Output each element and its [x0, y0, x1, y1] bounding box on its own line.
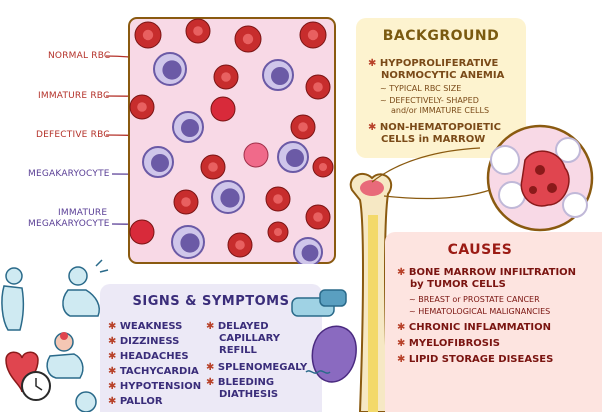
pale-person-icon	[75, 391, 97, 412]
causes-item-1: ✱ BONE MARROW INFILTRATION by TUMOR CELL…	[397, 267, 577, 290]
bullet-star-icon: ✱	[397, 338, 406, 349]
dizzy-person-icon	[62, 259, 109, 317]
background-panel: BACKGROUND ✱ HYPOPROLIFERATIVE NORMOCYTI…	[356, 18, 526, 158]
weak-person-icon	[1, 267, 25, 331]
rbc-pallor	[273, 194, 283, 204]
background-item-1: ✱ HYPOPROLIFERATIVE NORMOCYTIC ANEMIA	[368, 58, 505, 81]
background-subitem-2: ~ DEFECTIVELY- SHAPED and/or IMMATURE CE…	[380, 96, 490, 115]
label-immature-rbc: IMMATURE RBC	[38, 91, 110, 101]
bullet-star-icon: ✱	[397, 354, 406, 365]
causes-subitem-2: ~ HEMATOLOGICAL MALIGNANCIES	[409, 307, 551, 316]
finger-press-icon	[291, 289, 347, 317]
blood-smear-illustration	[128, 17, 336, 264]
symptom-right-3: ✱ BLEEDING DIATHESIS	[206, 377, 279, 400]
rbc-pallor	[181, 197, 191, 207]
symptom-right-2: ✱ SPLENOMEGALY	[206, 362, 308, 373]
bullet-star-icon: ✱	[206, 362, 215, 373]
symptoms-title: SIGNS & SYMPTOMS	[132, 294, 290, 309]
megakaryocyte-nucleus	[162, 60, 182, 80]
megakaryocyte-nucleus	[271, 67, 289, 85]
megakaryocyte-nucleus	[181, 119, 199, 137]
defective-rbc-cell	[243, 142, 269, 168]
symptom-left-3: ✱ HEADACHES	[108, 351, 189, 362]
symptom-left-6: ✱ PALLOR	[108, 396, 163, 407]
headache-person-icon	[46, 332, 84, 379]
megakaryocyte-nucleus	[220, 188, 240, 208]
bullet-star-icon: ✱	[397, 267, 406, 278]
background-title: BACKGROUND	[382, 28, 500, 44]
symptom-left-4: ✱ TACHYCARDIA	[108, 366, 199, 377]
megakaryocyte-nucleus	[301, 244, 319, 262]
label-immature-megakaryocyte-line2: MEGAKARYOCYTE	[28, 219, 110, 229]
rbc-pallor	[193, 26, 203, 36]
bullet-star-icon: ✱	[108, 321, 117, 332]
bullet-star-icon: ✱	[368, 58, 377, 69]
immature-rbc-cell	[129, 219, 155, 245]
bullet-star-icon: ✱	[397, 322, 406, 333]
rbc-pallor	[274, 228, 282, 236]
megakaryocyte-nucleus	[180, 233, 200, 253]
megakaryocyte-nucleus	[151, 154, 169, 172]
label-immature-megakaryocyte-line1: IMMATURE	[58, 208, 108, 218]
rbc-pallor	[208, 162, 218, 172]
megakaryocyte-nucleus	[286, 149, 304, 167]
background-item-2: ✱ NON-HEMATOPOIETIC CELLS in MARROW	[368, 122, 501, 145]
causes-item-3: ✱ MYELOFIBROSIS	[397, 338, 500, 349]
rbc-pallor	[221, 72, 231, 82]
spleen-icon	[305, 325, 357, 383]
bullet-star-icon: ✱	[108, 381, 117, 392]
symptom-left-2: ✱ DIZZINESS	[108, 336, 180, 347]
symptom-left-5: ✱ HYPOTENSION	[108, 381, 202, 392]
rbc-pallor	[242, 33, 254, 45]
causes-panel: CAUSES ✱ BONE MARROW INFILTRATION by TUM…	[385, 232, 602, 412]
bullet-star-icon: ✱	[108, 366, 117, 377]
bullet-star-icon: ✱	[206, 321, 215, 332]
symptoms-panel: SIGNS & SYMPTOMS ✱ WEAKNESS ✱ DIZZINESS …	[100, 284, 322, 412]
bullet-star-icon: ✱	[108, 396, 117, 407]
causes-subitem-1: ~ BREAST or PROSTATE CANCER	[409, 295, 540, 304]
rbc-pallor	[313, 82, 323, 92]
rbc-pallor	[307, 29, 319, 41]
rbc-pallor	[137, 102, 147, 112]
causes-item-2: ✱ CHRONIC INFLAMMATION	[397, 322, 552, 333]
symptom-right-1: ✱ DELAYED CAPILLARY REFILL	[206, 321, 281, 356]
rbc-pallor	[142, 29, 154, 41]
immature-rbc-cell	[210, 96, 236, 122]
label-normal-rbc: NORMAL RBC	[48, 51, 111, 61]
label-defective-rbc: DEFECTIVE RBC	[36, 130, 110, 140]
background-subitem-1: ~ TYPICAL RBC SIZE	[380, 84, 462, 93]
label-megakaryocyte: MEGAKARYOCYTE	[28, 169, 110, 179]
causes-title: CAUSES	[447, 242, 513, 258]
bullet-star-icon: ✱	[108, 336, 117, 347]
rbc-pallor	[298, 122, 308, 132]
bullet-star-icon: ✱	[206, 377, 215, 388]
bullet-star-icon: ✱	[368, 122, 377, 133]
bullet-star-icon: ✱	[108, 351, 117, 362]
heart-clock-icon	[5, 351, 51, 401]
causes-item-4: ✱ LIPID STORAGE DISEASES	[397, 354, 554, 365]
symptom-left-1: ✱ WEAKNESS	[108, 321, 183, 332]
rbc-pallor	[313, 212, 323, 222]
rbc-pallor	[319, 163, 327, 171]
rbc-pallor	[235, 240, 245, 250]
